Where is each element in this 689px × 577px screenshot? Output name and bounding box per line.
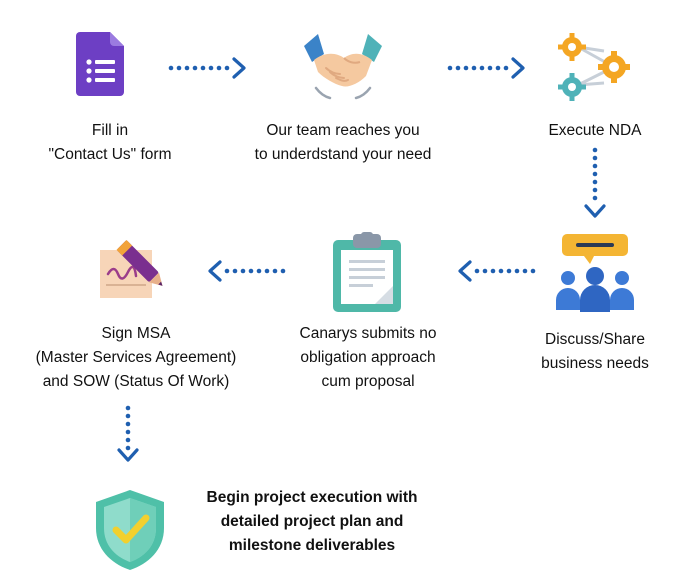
gears-icon	[558, 33, 634, 101]
arrow-down-1	[584, 146, 606, 226]
step-line: Sign MSA	[101, 325, 171, 342]
step-line: (Master Services Agreement)	[35, 349, 237, 366]
arrow-right-2	[447, 57, 527, 79]
step-line: Fill in	[91, 122, 129, 139]
step-line: obligation approach	[300, 349, 436, 366]
step-line: Canarys submits no	[299, 325, 437, 342]
step-line: and SOW (Status Of Work)	[42, 373, 230, 390]
step-line: cum proposal	[321, 373, 415, 390]
step-line: to underdstand your need	[254, 146, 432, 163]
arrow-left-1	[456, 260, 536, 282]
step-label-discuss-share: Discuss/Share business needs	[525, 328, 665, 376]
step-line: business needs	[541, 355, 649, 372]
step-label-submits-proposal: Canarys submits no obligation approach c…	[283, 322, 453, 394]
step-line: "Contact Us" form	[48, 146, 172, 163]
step-line: Execute NDA	[548, 122, 642, 139]
step-line: Begin project execution with	[206, 489, 418, 506]
clipboard-icon	[331, 232, 403, 312]
signature-icon	[98, 232, 178, 302]
handshake-icon	[302, 32, 384, 102]
arrow-left-2	[206, 260, 286, 282]
step-label-fill-form: Fill in "Contact Us" form	[40, 119, 180, 167]
arrow-right-1	[168, 57, 248, 79]
arrow-down-2	[117, 404, 139, 484]
step-line: Discuss/Share	[545, 331, 645, 348]
form-icon	[76, 32, 128, 96]
step-line: Our team reaches you	[266, 122, 420, 139]
step-label-sign-msa: Sign MSA (Master Services Agreement) and…	[16, 322, 256, 394]
step-label-execute-nda: Execute NDA	[530, 119, 660, 143]
step-label-begin-execution: Begin project execution with detailed pr…	[180, 486, 444, 558]
step-line: milestone deliverables	[228, 537, 396, 554]
step-line: detailed project plan and	[220, 513, 404, 530]
step-label-team-reaches: Our team reaches you to underdstand your…	[243, 119, 443, 167]
team-chat-icon	[554, 232, 636, 314]
shield-check-icon	[92, 488, 168, 572]
